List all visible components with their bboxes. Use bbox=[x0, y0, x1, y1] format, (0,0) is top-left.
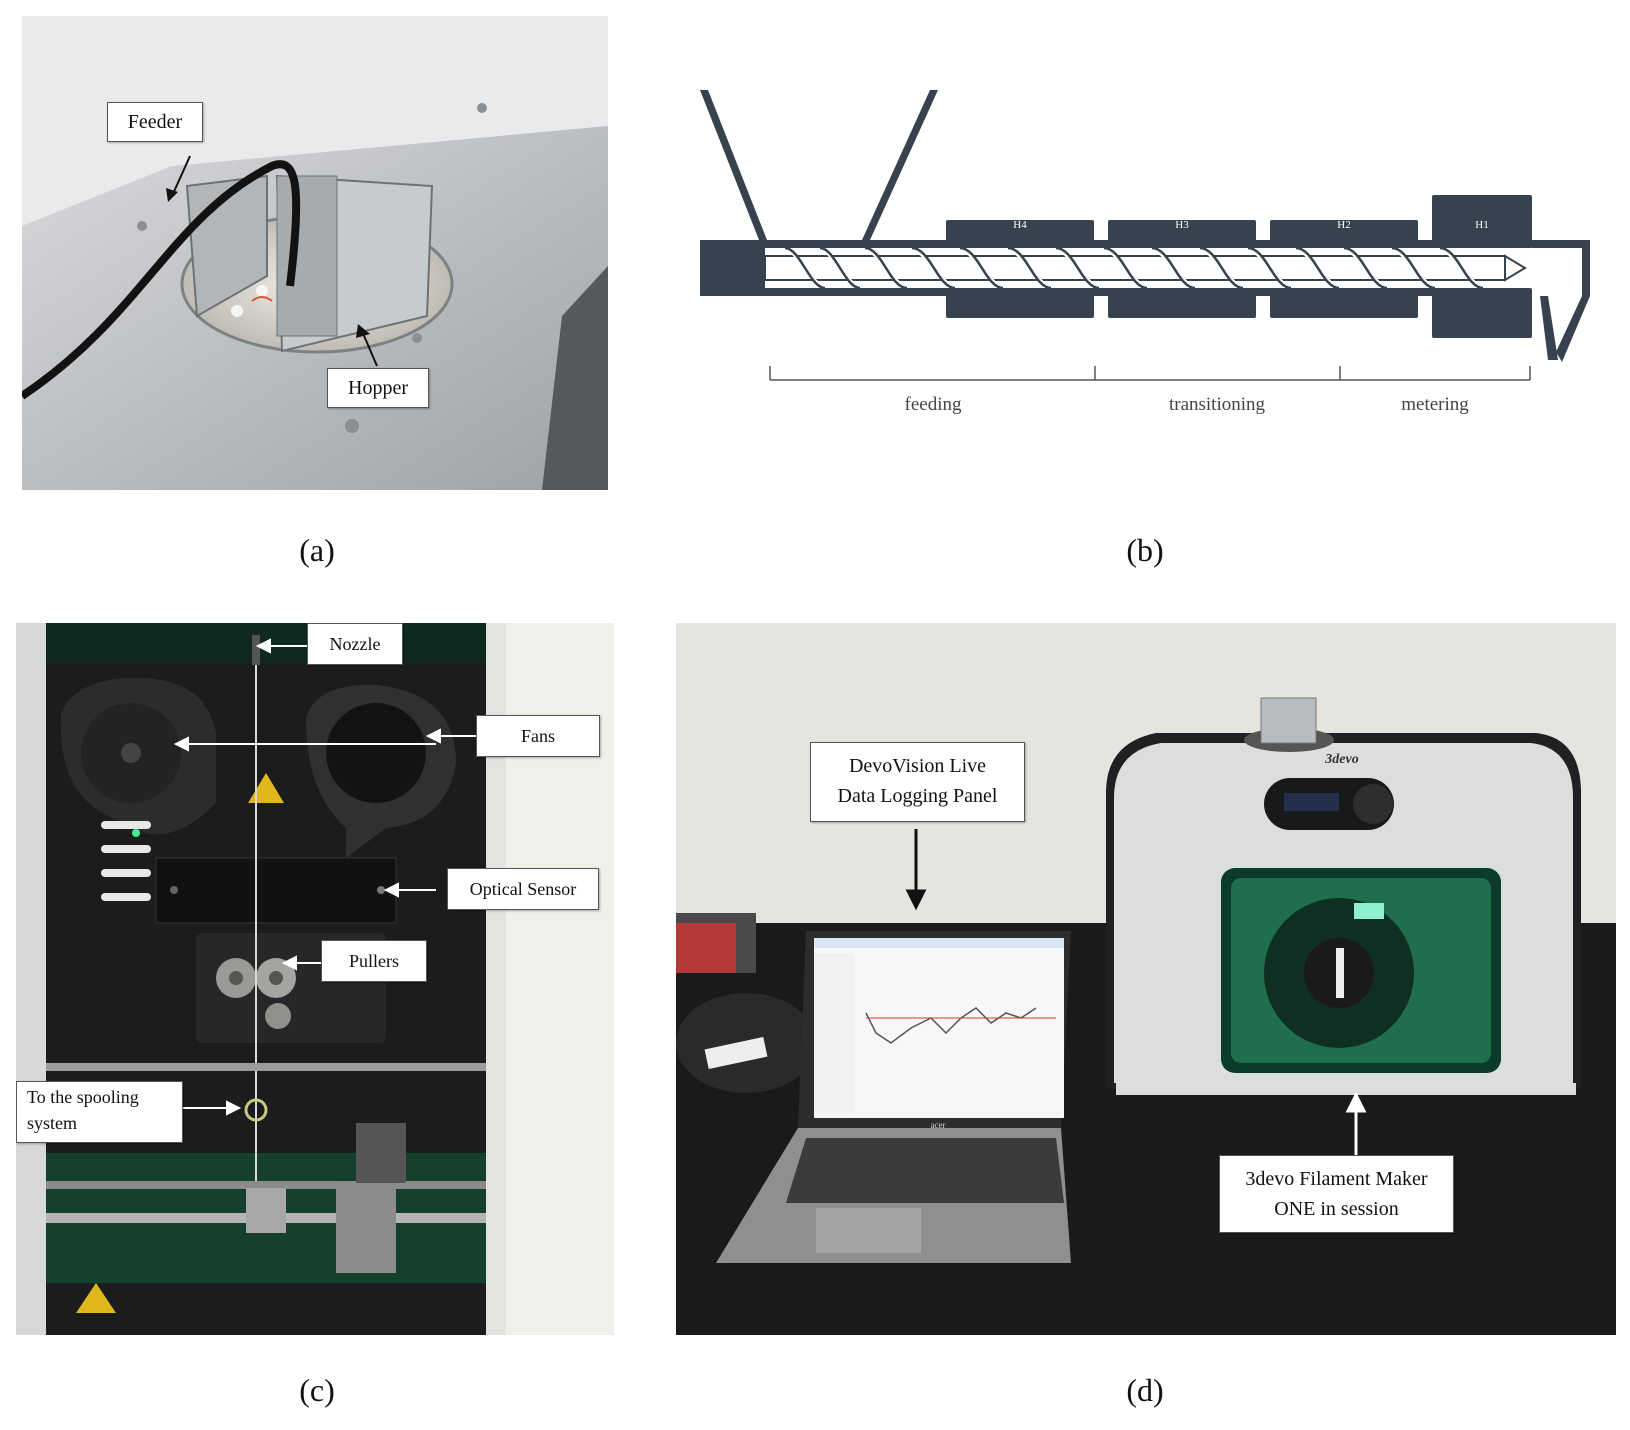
caption-c: (c) bbox=[299, 1372, 335, 1408]
heater-label-h2: H2 bbox=[1337, 219, 1350, 231]
zone-label-feeding: feeding bbox=[905, 394, 962, 415]
caption-b: (b) bbox=[1126, 532, 1164, 568]
pullers-label: Pullers bbox=[321, 940, 427, 982]
spooling-label-line2: system bbox=[27, 1113, 78, 1133]
feeder-label: Feeder bbox=[107, 102, 203, 142]
photo-a-feeder-hopper: Feeder Hopper bbox=[22, 16, 608, 490]
devovision-label-line2: Data Logging Panel bbox=[837, 785, 998, 807]
heater-label-h3: H3 bbox=[1175, 219, 1189, 231]
devovision-label-line1: DevoVision Live bbox=[848, 755, 987, 777]
diagram-b-extruder-screw: H4 H3 H2 H1 feeding transitioning meteri… bbox=[690, 90, 1600, 440]
spooling-label: To the spooling system bbox=[16, 1081, 183, 1143]
heater-label-h1: H1 bbox=[1475, 219, 1488, 231]
photo-a-illustration bbox=[22, 16, 608, 490]
photo-c-machine-interior: Nozzle Fans Optical Sensor Pullers To th… bbox=[16, 623, 614, 1335]
optical-sensor-label: Optical Sensor bbox=[447, 868, 599, 910]
extruder-diagram: H4 H3 H2 H1 feeding transitioning meteri… bbox=[700, 90, 1590, 415]
machine-brand: 3devo bbox=[1324, 752, 1358, 767]
filament-maker-label-line2: ONE in session bbox=[1274, 1198, 1399, 1220]
spooling-label-line1: To the spooling bbox=[27, 1087, 139, 1107]
zone-label-metering: metering bbox=[1401, 394, 1469, 415]
filament-maker-label-line1: 3devo Filament Maker bbox=[1245, 1168, 1428, 1190]
hopper-label: Hopper bbox=[327, 368, 429, 408]
nozzle-label: Nozzle bbox=[307, 623, 403, 665]
fans-label: Fans bbox=[476, 715, 600, 757]
laptop-brand: acer bbox=[931, 1120, 946, 1130]
caption-a: (a) bbox=[299, 532, 335, 568]
caption-d: (d) bbox=[1126, 1372, 1164, 1408]
heater-label-h4: H4 bbox=[1013, 219, 1027, 231]
photo-d-illustration: acer 3devo bbox=[676, 623, 1616, 1335]
photo-d-setup: acer 3devo DevoVision Live Data Loggin bbox=[676, 623, 1616, 1335]
zone-label-transitioning: transitioning bbox=[1169, 394, 1266, 415]
devovision-label: DevoVision Live Data Logging Panel bbox=[810, 742, 1025, 822]
filament-maker-label: 3devo Filament Maker ONE in session bbox=[1219, 1155, 1454, 1233]
